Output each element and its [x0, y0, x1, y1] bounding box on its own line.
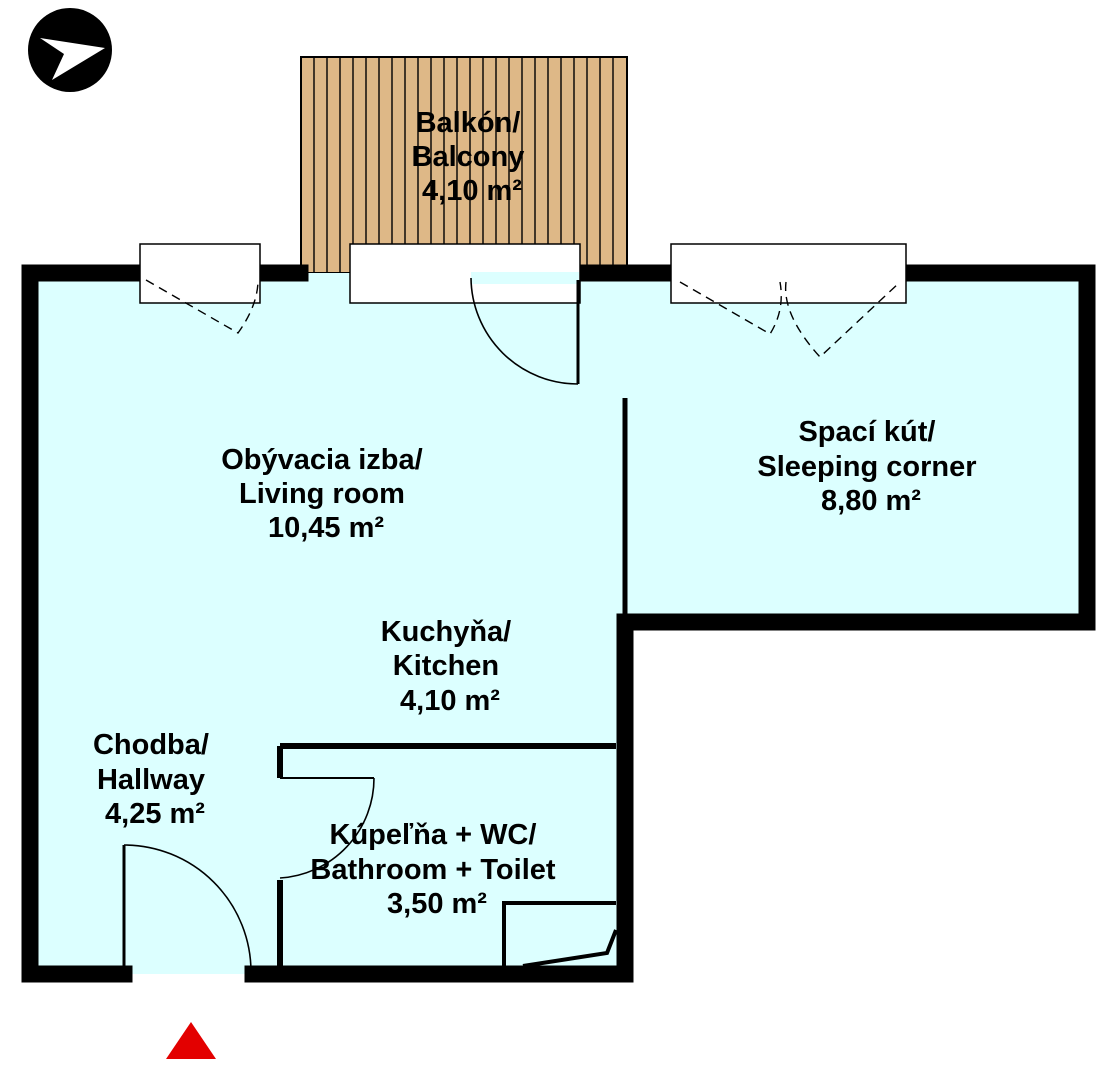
balcony-label: Balkón/ Balcony 4,10 m² [412, 107, 533, 207]
living-room-label: Obývacia izba/ Living room 10,45 m² [221, 444, 431, 544]
hallway-label: Chodba/ Hallway 4,25 m² [93, 729, 217, 830]
bathroom-door [279, 777, 375, 879]
window-swings [145, 279, 901, 358]
interior-walls [277, 398, 628, 968]
balcony-door [470, 272, 580, 385]
entrance-triangle-icon [166, 1022, 216, 1059]
balcony-area [300, 56, 628, 274]
bathroom-label: Kúpeľňa + WC/ Bathroom + Toilet 3,50 m² [310, 819, 563, 920]
apartment-floor [30, 273, 1087, 974]
sleeping-corner-label: Spací kút/ Sleeping corner 8,80 m² [757, 416, 984, 517]
north-arrow-icon [28, 8, 112, 92]
entrance-door [122, 844, 252, 973]
kitchen-label: Kuchyňa/ Kitchen 4,10 m² [381, 616, 520, 717]
